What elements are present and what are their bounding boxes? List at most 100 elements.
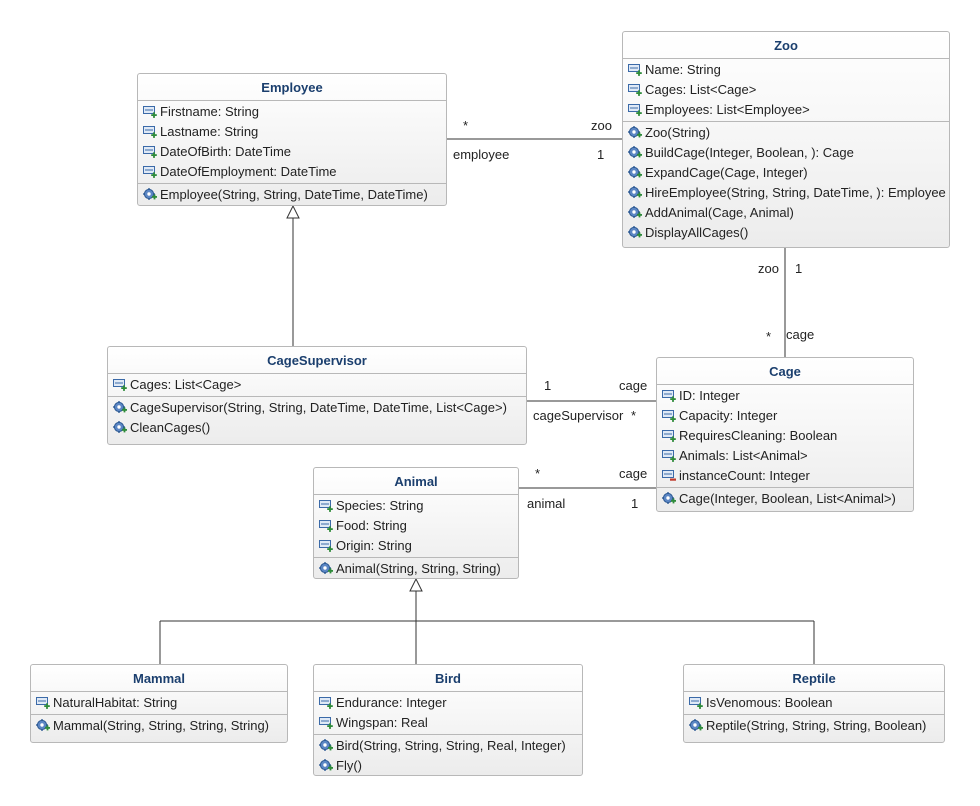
- operation-row[interactable]: CageSupervisor(String, String, DateTime,…: [108, 398, 526, 418]
- operation-compartment: Employee(String, String, DateTime, DateT…: [138, 183, 446, 206]
- operation-compartment: Cage(Integer, Boolean, List<Animal>): [657, 487, 913, 510]
- operation-gear-icon: [113, 401, 127, 413]
- operation-text: Zoo(String): [645, 125, 711, 140]
- class-name: Animal: [314, 468, 518, 495]
- field-public-icon: [662, 410, 676, 422]
- attribute-row[interactable]: DateOfEmployment: DateTime: [138, 162, 446, 182]
- operation-text: CageSupervisor(String, String, DateTime,…: [130, 400, 507, 415]
- field-public-icon: [319, 717, 333, 729]
- operation-row[interactable]: CleanCages(): [108, 418, 526, 438]
- field-public-icon: [319, 520, 333, 532]
- operation-row[interactable]: Animal(String, String, String): [314, 559, 518, 579]
- operation-gear-icon: [113, 421, 127, 433]
- supervisor-cage-supervisor-multiplicity: 1: [544, 378, 552, 393]
- attribute-row[interactable]: Animals: List<Animal>: [657, 446, 913, 466]
- attribute-text: Food: String: [336, 518, 407, 533]
- operation-row[interactable]: Zoo(String): [623, 123, 949, 143]
- operation-row[interactable]: Reptile(String, String, String, Boolean): [684, 716, 944, 736]
- operation-text: Bird(String, String, String, Real, Integ…: [336, 738, 566, 753]
- field-public-icon: [143, 106, 157, 118]
- attribute-text: Firstname: String: [160, 104, 259, 119]
- attribute-row[interactable]: Endurance: Integer: [314, 693, 582, 713]
- attribute-row[interactable]: RequiresCleaning: Boolean: [657, 426, 913, 446]
- operation-gear-icon: [662, 492, 676, 504]
- operation-row[interactable]: Bird(String, String, String, Real, Integ…: [314, 736, 582, 756]
- supervisor-cage-cage-role: cage: [619, 378, 648, 393]
- operation-gear-icon: [319, 739, 333, 751]
- attribute-text: DateOfEmployment: DateTime: [160, 164, 337, 179]
- attribute-row[interactable]: Firstname: String: [138, 102, 446, 122]
- attribute-compartment: IsVenomous: Boolean: [684, 692, 944, 714]
- operation-row[interactable]: DisplayAllCages(): [623, 223, 949, 243]
- employee-zoo-zoo-multiplicity: 1: [597, 147, 605, 162]
- operation-text: DisplayAllCages(): [645, 225, 749, 240]
- field-public-icon: [628, 64, 642, 76]
- operation-gear-icon: [628, 146, 642, 158]
- operation-row[interactable]: BuildCage(Integer, Boolean, ): Cage: [623, 143, 949, 163]
- attribute-row[interactable]: Lastname: String: [138, 122, 446, 142]
- operation-gear-icon: [628, 186, 642, 198]
- attribute-row[interactable]: ID: Integer: [657, 386, 913, 406]
- operation-row[interactable]: Employee(String, String, DateTime, DateT…: [138, 185, 446, 205]
- attribute-row[interactable]: Wingspan: Real: [314, 713, 582, 733]
- attribute-text: Cages: List<Cage>: [130, 377, 242, 392]
- attribute-text: Employees: List<Employee>: [645, 102, 810, 117]
- operation-row[interactable]: Cage(Integer, Boolean, List<Animal>): [657, 489, 913, 509]
- class-name: Bird: [314, 665, 582, 692]
- zoo-cage-cage-role: cage: [786, 327, 815, 342]
- operation-row[interactable]: ExpandCage(Cage, Integer): [623, 163, 949, 183]
- attribute-row[interactable]: Cages: List<Cage>: [108, 375, 526, 395]
- operation-gear-icon: [628, 206, 642, 218]
- field-public-icon: [689, 697, 703, 709]
- operation-gear-icon: [628, 126, 642, 138]
- class-name: Employee: [138, 74, 446, 101]
- supervisor-cage-cage-multiplicity: *: [631, 408, 637, 423]
- operation-gear-icon: [628, 226, 642, 238]
- class-name: Cage: [657, 358, 913, 385]
- attribute-row[interactable]: DateOfBirth: DateTime: [138, 142, 446, 162]
- attribute-row[interactable]: Capacity: Integer: [657, 406, 913, 426]
- attribute-row[interactable]: Employees: List<Employee>: [623, 100, 949, 120]
- class-name: Mammal: [31, 665, 287, 692]
- operation-gear-icon: [628, 166, 642, 178]
- attribute-text: Lastname: String: [160, 124, 259, 139]
- operation-row[interactable]: AddAnimal(Cage, Animal): [623, 203, 949, 223]
- attribute-row[interactable]: Food: String: [314, 516, 518, 536]
- operation-text: AddAnimal(Cage, Animal): [645, 205, 794, 220]
- attribute-row[interactable]: IsVenomous: Boolean: [684, 693, 944, 713]
- operation-row[interactable]: Fly(): [314, 756, 582, 776]
- operation-text: ExpandCage(Cage, Integer): [645, 165, 808, 180]
- zoo-cage-zoo-multiplicity: 1: [795, 261, 803, 276]
- class-name: CageSupervisor: [108, 347, 526, 374]
- operation-row[interactable]: Mammal(String, String, String, String): [31, 716, 287, 736]
- attribute-text: IsVenomous: Boolean: [706, 695, 833, 710]
- attribute-row[interactable]: Species: String: [314, 496, 518, 516]
- operation-text: Reptile(String, String, String, Boolean): [706, 718, 927, 733]
- attribute-text: Origin: String: [336, 538, 412, 553]
- attribute-row[interactable]: NaturalHabitat: String: [31, 693, 287, 713]
- field-public-icon: [143, 166, 157, 178]
- operation-row[interactable]: HireEmployee(String, String, DateTime, )…: [623, 183, 949, 203]
- operation-text: CleanCages(): [130, 420, 211, 435]
- class-name: Zoo: [623, 32, 949, 59]
- attribute-row[interactable]: Cages: List<Cage>: [623, 80, 949, 100]
- field-public-icon: [143, 126, 157, 138]
- attribute-row[interactable]: Name: String: [623, 60, 949, 80]
- animal-cage-animal-role: animal: [527, 496, 566, 511]
- attribute-row[interactable]: instanceCount: Integer: [657, 466, 913, 486]
- attribute-compartment: NaturalHabitat: String: [31, 692, 287, 714]
- attribute-row[interactable]: Origin: String: [314, 536, 518, 556]
- zoo-cage-zoo-role: zoo: [758, 261, 779, 276]
- operation-gear-icon: [319, 759, 333, 771]
